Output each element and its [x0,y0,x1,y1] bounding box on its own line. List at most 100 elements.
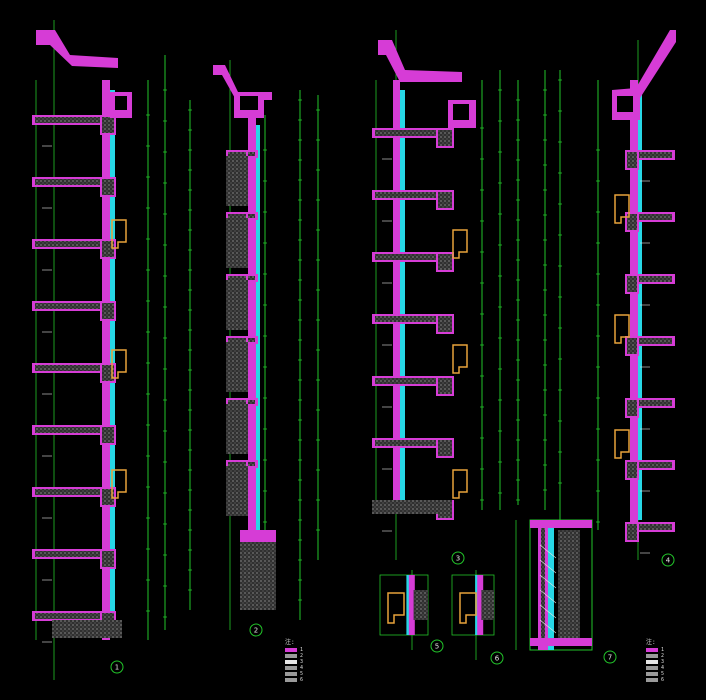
slab-hatch [633,276,672,282]
detail-hatch [558,530,580,640]
legend-swatch [285,672,297,676]
legend-swatch [646,678,658,682]
gutter-inner [453,104,469,120]
window-head-detail [614,429,630,459]
legend-label: 1 [300,647,304,653]
legend-swatch [285,654,297,658]
ground-slab [52,620,122,638]
window-head-detail [452,344,468,374]
section-marker-label: 7 [608,654,612,662]
foundation [240,530,276,610]
ground-slab [372,500,452,514]
section-marker-label: 3 [456,555,460,563]
wall-block-hatch [226,280,248,330]
legend-label: 4 [661,665,665,671]
parapet [612,30,676,98]
legend-swatch [646,654,658,658]
legend-swatch [285,660,297,664]
legend-row: 6 [285,677,303,683]
slab-hatch [35,489,109,495]
section-marker-label: 5 [435,643,439,651]
section-marker-circle [451,551,465,565]
beam-hatch [102,427,114,443]
section-3 [372,80,454,532]
detail-wall [477,575,484,635]
legend-swatch [285,678,297,682]
beam-hatch [438,254,452,270]
slab-hatch [35,427,109,433]
detail-slab [530,520,592,528]
wall-column [630,80,638,530]
detail-slab [530,638,592,646]
legend-row: 1 [285,647,303,653]
wall-block-hatch [226,156,248,206]
detail-hatch [413,590,428,620]
slab-hatch [375,254,449,260]
slab-hatch [35,365,109,371]
detail-glass [548,520,554,650]
beam-hatch [438,316,452,332]
wall-column [393,80,400,510]
section-marker-circle [490,651,504,665]
parapet [36,30,118,68]
legend-title: 注: [285,639,295,646]
mullion-line [539,589,557,604]
slab-hatch [633,152,672,158]
slab-hatch [35,179,109,185]
wall-block-hatch [226,342,248,392]
section-4 [625,80,675,554]
legend-swatch [285,666,297,670]
gutter-inner [115,96,127,110]
wall-sections [32,30,676,643]
legend-label: 2 [661,653,665,659]
beam-hatch [102,365,114,381]
slab-hatch [633,214,672,220]
slab-hatch [35,303,109,309]
legend-row: 1 [646,647,664,653]
legend-swatch [646,648,658,652]
legend-swatch [646,660,658,664]
beam-hatch [438,440,452,456]
parapet [213,65,272,100]
detail-profile [459,592,477,624]
detail-6 [451,574,495,636]
beam-hatch [102,179,114,195]
window-head-detail [111,469,127,499]
slab-hatch [375,192,449,198]
slab-hatch [35,241,109,247]
beam-hatch [627,400,637,416]
section-marker-circle [603,650,617,664]
wall-block-hatch [226,466,248,516]
glass-strip [400,90,405,500]
slab-hatch [35,613,109,619]
section-marker-label: 6 [495,655,500,663]
mullion-line [539,604,557,619]
slab-hatch [633,524,672,530]
legend-row: 4 [646,665,664,671]
gutter-inner [617,96,633,112]
mullion-line [539,559,557,574]
section-marker-circle [661,553,675,567]
detail-profile [387,592,405,624]
legend-label: 5 [300,671,304,677]
gutter-inner [240,96,258,110]
beam-hatch [627,276,637,292]
beam-hatch [627,462,637,478]
glass-strip [256,125,260,590]
wall-block-hatch [226,218,248,268]
legend-row: 5 [646,671,664,677]
legend-row: 4 [285,665,303,671]
legend-label: 3 [661,659,665,665]
legend-title: 注: [646,639,656,646]
wall-column [102,80,110,640]
slab-hatch [375,378,449,384]
slab-hatch [633,462,672,468]
section-marker-label: 1 [115,664,119,672]
detail-hatch [481,590,494,620]
legend-swatch [285,648,297,652]
beam-hatch [102,303,114,319]
window-head-detail [452,469,468,499]
